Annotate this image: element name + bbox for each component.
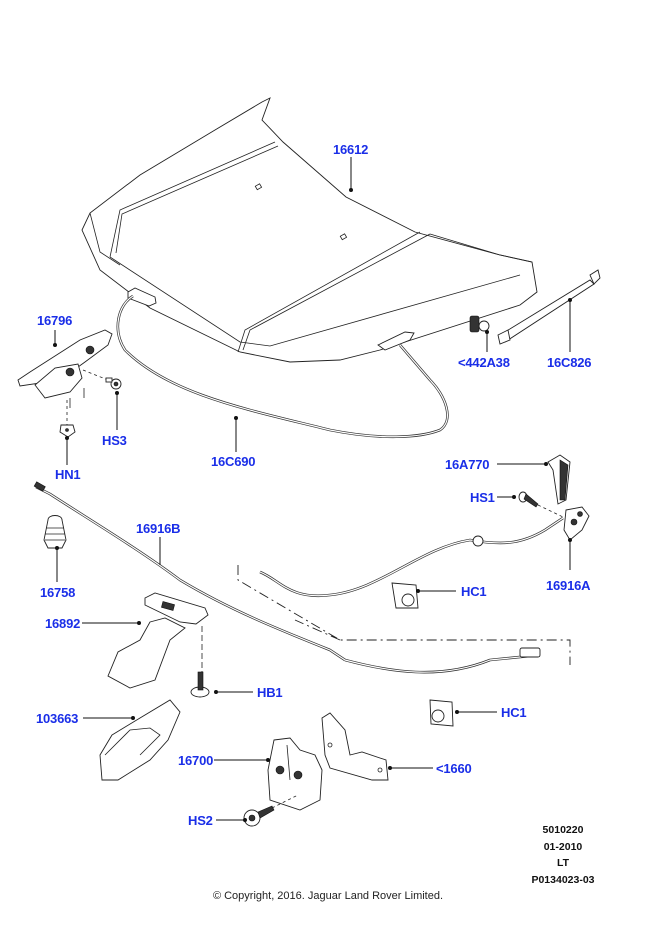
callout-16916A[interactable]: 16916A bbox=[546, 578, 591, 593]
callout-16612[interactable]: 16612 bbox=[333, 142, 369, 157]
callout-HB1[interactable]: HB1 bbox=[257, 685, 283, 700]
diagram-code: 5010220 bbox=[542, 824, 584, 836]
diagram-side: LT bbox=[556, 857, 570, 869]
hood-hinge[interactable] bbox=[17, 329, 113, 408]
callout-16916B[interactable]: 16916B bbox=[136, 521, 181, 536]
diagram-date: 01-2010 bbox=[543, 841, 583, 853]
safety-catch[interactable] bbox=[107, 592, 209, 689]
hinge-screw[interactable] bbox=[105, 377, 122, 390]
catch-bolt[interactable] bbox=[190, 671, 210, 698]
callout-16A770[interactable]: 16A770 bbox=[445, 457, 490, 472]
callout-HC1-lower[interactable]: HC1 bbox=[501, 705, 527, 720]
release-mechanism[interactable] bbox=[563, 506, 590, 541]
release-handle[interactable] bbox=[547, 454, 571, 505]
latch-screw[interactable] bbox=[243, 794, 299, 827]
callout-16892[interactable]: 16892 bbox=[45, 616, 81, 631]
copyright-notice: © Copyright, 2016. Jaguar Land Rover Lim… bbox=[212, 890, 444, 902]
callout-16796[interactable]: 16796 bbox=[37, 313, 73, 328]
callout-HN1[interactable]: HN1 bbox=[55, 467, 81, 482]
hood-seal[interactable] bbox=[116, 294, 449, 439]
callout-16700[interactable]: 16700 bbox=[178, 753, 214, 768]
handle-screw[interactable] bbox=[518, 491, 564, 518]
release-cable-front[interactable] bbox=[259, 516, 564, 674]
callout-HS1[interactable]: HS1 bbox=[470, 490, 495, 505]
bump-stop[interactable] bbox=[43, 515, 67, 549]
callout-16C826[interactable]: 16C826 bbox=[547, 355, 592, 370]
callout-16C690[interactable]: 16C690 bbox=[211, 454, 256, 469]
hood-latch[interactable] bbox=[267, 737, 323, 811]
callout-16758[interactable]: 16758 bbox=[40, 585, 76, 600]
latch-bracket[interactable] bbox=[321, 712, 389, 781]
callout-442A38[interactable]: <442A38 bbox=[458, 355, 510, 370]
hinge-nut[interactable] bbox=[59, 400, 76, 438]
hood-panel[interactable] bbox=[81, 97, 538, 363]
cable-clip-upper[interactable] bbox=[391, 582, 419, 609]
cable-clip-lower[interactable] bbox=[429, 699, 454, 727]
catch-cover[interactable] bbox=[99, 699, 181, 781]
gas-strut[interactable] bbox=[497, 269, 601, 345]
hood-bumper[interactable] bbox=[469, 315, 490, 333]
leader-lines bbox=[53, 157, 572, 822]
callout-HS2[interactable]: HS2 bbox=[188, 813, 213, 828]
callout-HC1-upper[interactable]: HC1 bbox=[461, 584, 487, 599]
connection-guide bbox=[237, 565, 571, 665]
release-cable-rear[interactable] bbox=[33, 481, 346, 662]
diagram-ref: P0134023-03 bbox=[531, 874, 595, 886]
callout-103663[interactable]: 103663 bbox=[36, 711, 79, 726]
callout-1660[interactable]: <1660 bbox=[436, 761, 472, 776]
callout-HS3[interactable]: HS3 bbox=[102, 433, 127, 448]
